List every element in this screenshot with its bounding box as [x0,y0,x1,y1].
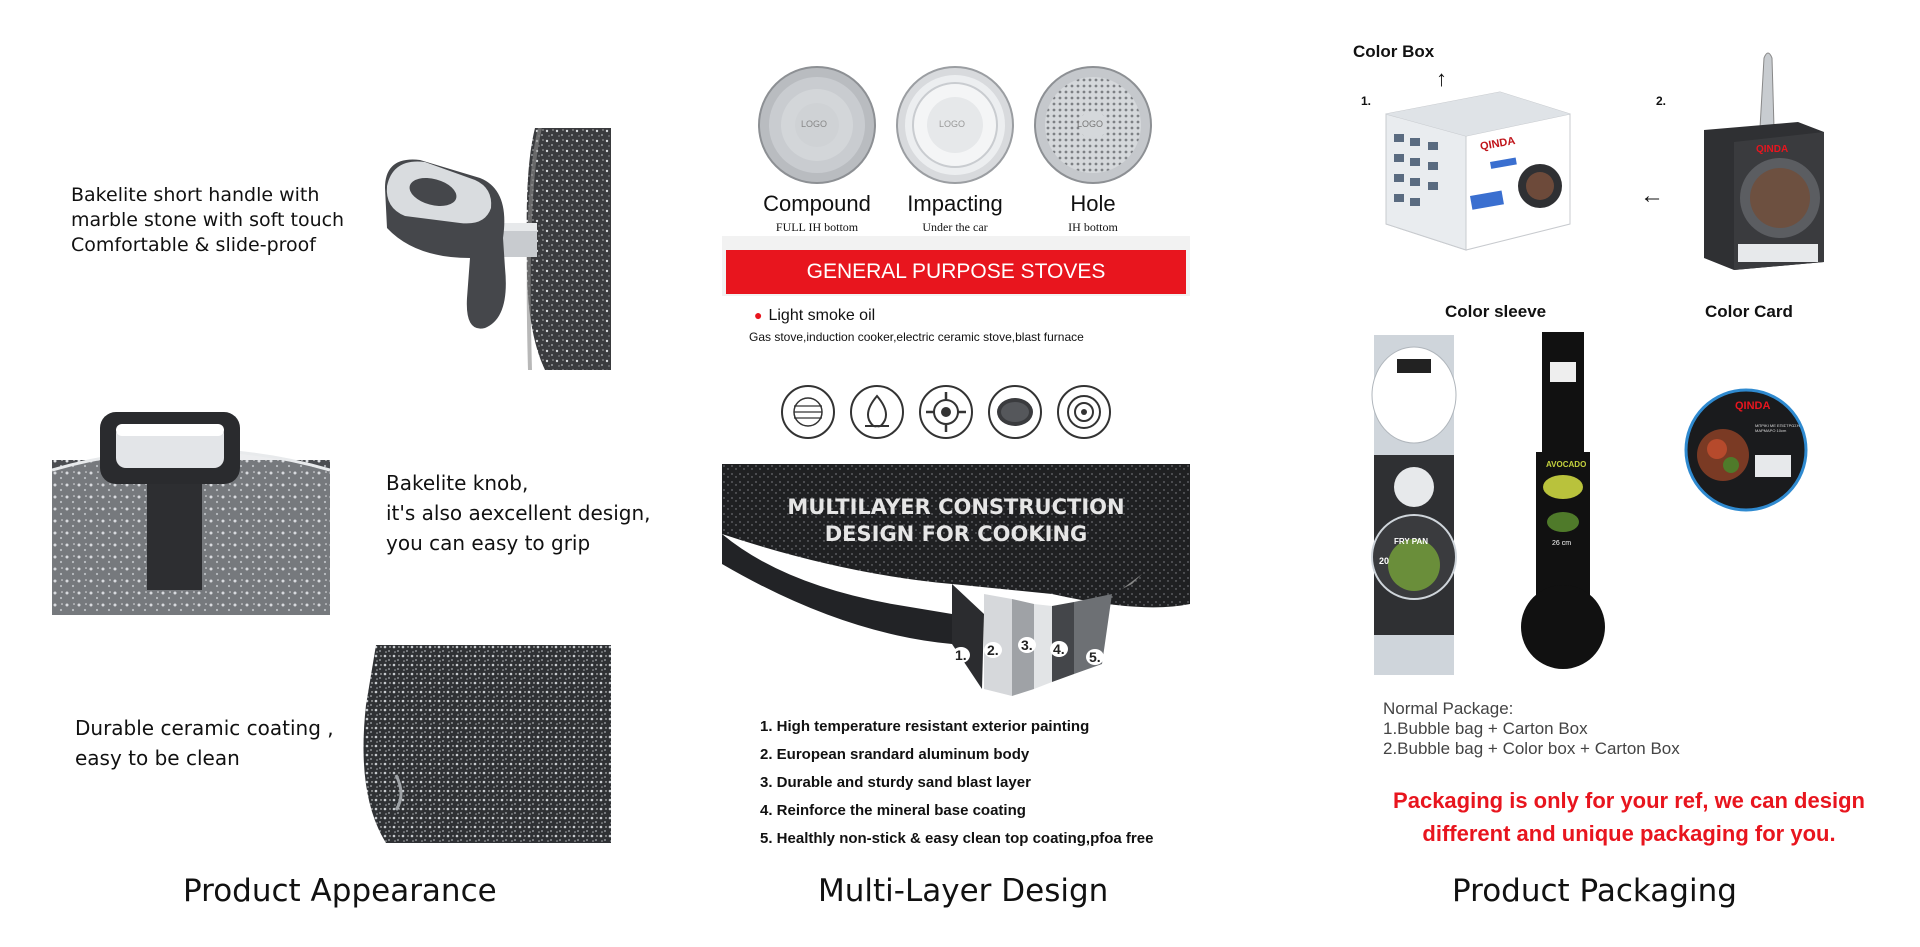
disc-compound: LOGO [757,65,877,185]
disc-label-hole: Hole [1070,191,1116,216]
banner-title: GENERAL PURPOSE STOVES [806,260,1106,283]
packaging-note: Packaging is only for your ref, we can d… [1393,788,1865,846]
number-1: 1. [1361,94,1372,108]
arrow-up-icon: ↑ [1436,66,1447,91]
coating-image [356,645,611,843]
oil-line: ●Light smoke oil [754,307,876,324]
layer-number-2: 2. [984,642,1002,658]
induction-icon [1057,385,1111,439]
sleeve-avocado: AVOCADO [1546,460,1587,469]
normal-package: Normal Package: 1.Bubble bag + Carton Bo… [1383,699,1680,758]
label-color-sleeve: Color sleeve [1445,302,1547,321]
sleeve-size-26: 26 cm [1552,540,1572,547]
disc-sub-hole: IH bottom [1068,220,1118,234]
layer-number-5: 5. [1086,649,1104,665]
disc-impacting: LOGO [895,65,1015,185]
card-text: ΜΠΡΙΚΙ ΜΕ ΕΠΙΣΤΡΩΣΗ ΜΑΡΜΑΡΟ 10cm [1755,423,1800,433]
compound-disc-icon [758,66,876,184]
disc-label-compound: Compound [763,191,871,216]
layer-item-1: 1. High temperature resistant exterior p… [760,718,1090,735]
knob-description: Bakelite knob, it's also aexcellent desi… [386,471,651,555]
layer-item-5: 5. Healthly non-stick & easy clean top c… [760,830,1154,847]
caption-multi-layer-design: Multi-Layer Design [818,873,1109,909]
knob-image [52,410,330,615]
red-bullet-icon: ● [754,307,763,323]
ceramic-plate-icon [988,385,1042,439]
banner-red-bar [726,250,1186,294]
number-2: 2. [1656,94,1667,108]
layer-list: 1. High temperature resistant exterior p… [760,718,1153,858]
layer-item-4: 4. Reinforce the mineral base coating [760,802,1026,819]
label-color-card: Color Card [1705,302,1793,321]
stoves-banner: GENERAL PURPOSE STOVES [722,236,1190,296]
disc-label-impacting: Impacting [907,191,1003,216]
color-sleeve-1: FRY PAN 20 [1369,335,1459,675]
handle-description: Bakelite short handle with marble stone … [71,184,345,256]
layer-item-3: 3. Durable and sturdy sand blast layer [760,774,1031,791]
impacting-disc-icon [896,66,1014,184]
card-brand: QINDA [1735,400,1771,412]
bottom-discs: LOGO LOGO LOGO Compound Impacting Hole F… [740,60,1180,235]
layer-number-1: 1. [952,647,970,663]
stoves-line: Gas stove,induction cooker,electric cera… [749,330,1084,344]
coil-stove-icon [781,385,835,439]
construction-title: MULTILAYER CONSTRUCTION DESIGN FOR COOKI… [787,495,1125,546]
disc-sub-impacting: Under the car [922,220,988,234]
hole-disc-icon [1034,66,1152,184]
handle-image [375,128,611,370]
layer-item-2: 2. European srandard aluminum body [760,746,1030,763]
disc-hole: LOGO [1033,65,1153,185]
layer-number-4: 4. [1050,641,1068,657]
label-color-box: Color Box [1353,42,1435,61]
color-card-image: QINDA ΜΠΡΙΚΙ ΜΕ ΕΠΙΣΤΡΩΣΗ ΜΑΡΜΑΡΟ 10cm [1683,365,1809,535]
arrow-left-icon: ← [1640,182,1664,209]
coating-description: Durable ceramic coating , easy to be cle… [75,716,334,770]
gas-flame-icon [850,385,904,439]
caption-product-packaging: Product Packaging [1452,873,1737,909]
color-sleeve-2: AVOCADO 26 cm [1520,332,1606,676]
sleeve-size-20: 20 [1379,556,1390,566]
caption-product-appearance: Product Appearance [183,873,497,909]
disc-sub-compound: FULL IH bottom [775,220,859,234]
sleeve-fry-pan: FRY PAN [1394,537,1429,546]
boxed-pan-image: QINDA [1698,48,1828,270]
layer-number-3: 3. [1018,637,1036,653]
stove-icons [781,384,1121,440]
pan-box-brand: QINDA [1756,144,1789,155]
gas-burner-icon [919,385,973,439]
construction-image: MULTILAYER CONSTRUCTION DESIGN FOR COOKI… [722,464,1190,704]
color-box-image: QINDA Cookware [1380,74,1574,258]
